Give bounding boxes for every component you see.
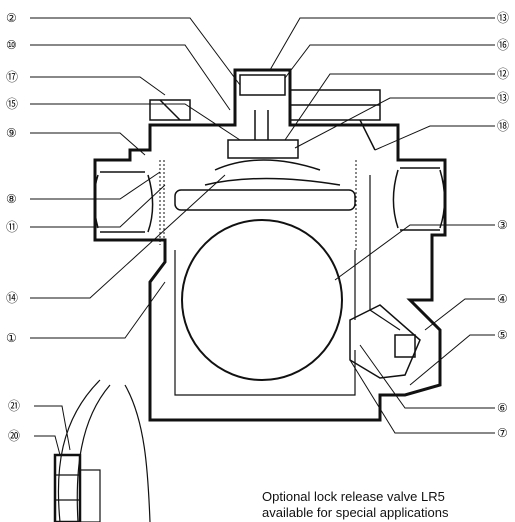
inlet-port <box>93 171 154 233</box>
callout-5: ⑤ <box>497 328 508 342</box>
callout-20: ⑳ <box>8 429 20 443</box>
callout-11: ⑪ <box>6 220 18 234</box>
callout-9: ⑨ <box>6 126 17 140</box>
inset-detail <box>53 379 151 522</box>
callout-17: ⑰ <box>6 70 18 84</box>
callout-15: ⑮ <box>6 97 18 111</box>
outlet-port <box>392 167 446 231</box>
leader-lines-right <box>269 17 495 434</box>
caption: Optional lock release valve LR5 availabl… <box>262 489 515 522</box>
callout-13a: ⑬ <box>497 11 509 25</box>
callouts-right: ⑬ ⑯ ⑫ ⑬ ⑱ ③ ④ ⑤ ⑥ ⑦ <box>497 11 509 440</box>
trap-cover <box>149 74 381 151</box>
callout-21: ㉑ <box>8 399 20 413</box>
callout-13b: ⑬ <box>497 91 509 105</box>
callout-8: ⑧ <box>6 192 17 206</box>
callout-10: ⑩ <box>6 38 17 52</box>
callouts-left: ② ⑩ ⑰ ⑮ ⑨ ⑧ ⑪ ⑭ ① <box>6 11 18 345</box>
callout-14: ⑭ <box>6 291 18 305</box>
callout-7: ⑦ <box>497 426 508 440</box>
drain-plug <box>349 304 421 379</box>
leader-lines-inset <box>34 405 71 456</box>
callout-16: ⑯ <box>497 38 509 52</box>
callout-12: ⑫ <box>497 67 509 81</box>
callout-6: ⑥ <box>497 401 508 415</box>
callout-1: ① <box>6 331 17 345</box>
caption-line-1: Optional lock release valve LR5 <box>262 489 445 504</box>
callout-18: ⑱ <box>497 119 509 133</box>
thermostatic-element <box>174 110 356 211</box>
trap-body <box>93 68 447 422</box>
float-ball <box>181 219 343 381</box>
caption-line-2: available for special applications <box>262 505 449 520</box>
callout-3: ③ <box>497 218 508 232</box>
leader-lines-left <box>30 17 241 339</box>
callout-2: ② <box>6 11 17 25</box>
float-chamber <box>174 175 401 396</box>
callout-4: ④ <box>497 292 508 306</box>
callouts-inset: ㉑ ⑳ <box>8 399 20 443</box>
strainer-screen <box>159 160 357 250</box>
